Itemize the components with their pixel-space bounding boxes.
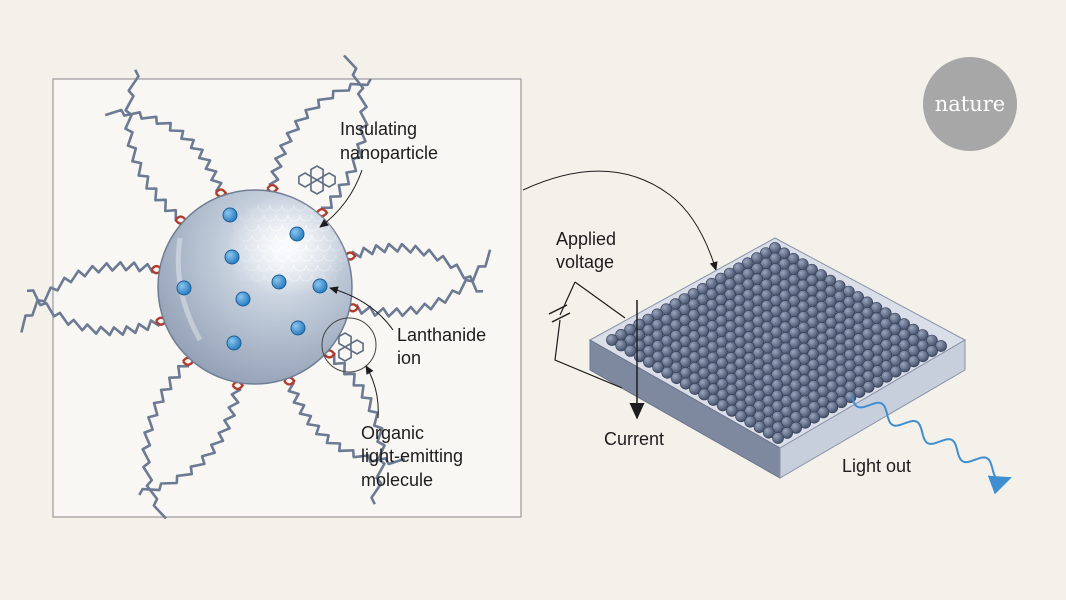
ligand-chain [138,387,242,496]
ligand-chain [124,69,178,222]
nanoparticle-dot [643,355,655,368]
connector-arrow [522,170,718,271]
nanoparticle-dot [735,410,747,423]
nanoparticle-dot [826,401,839,414]
applied-voltage-line2: voltage [556,252,614,272]
nanoparticle-dot [624,344,637,357]
light-wave [851,395,1012,495]
linker [214,188,228,198]
ligand-chain [287,381,406,466]
nanoparticle-dot [661,366,674,379]
lanthanide-arrow [329,286,394,331]
nanoparticle-dot [935,340,947,352]
nanoparticle-dot [606,334,618,346]
insulating-label-line2: nanoparticle [340,143,438,163]
current-label: Current [604,429,664,449]
ligand-chains [20,54,492,520]
lanthanide-label-line1: Lanthanide [397,325,486,345]
insulating-nanoparticle [157,189,353,385]
nanoparticle-dot [726,404,738,417]
ligand-chain [20,260,155,333]
insulating-label-line1: Insulating [340,119,417,139]
lanthanide-ion [271,274,287,290]
applied-voltage-line1: Applied [556,229,616,249]
nanoparticle-dot [615,339,628,352]
ligand-chain [26,289,161,337]
lanthanide-ion [222,207,238,223]
nanoparticle-dot [808,411,821,424]
molecule-callout-circle [321,317,377,373]
nanoparticle-dot [898,360,911,373]
nanoparticle-dot [744,415,757,428]
voltage-circuit [548,281,626,389]
organic-molecules [298,165,364,362]
nanoparticle-dot [772,432,784,444]
aromatic-ring [350,339,364,355]
nanoparticle-dot [835,396,848,409]
nanoparticle-dot [753,421,766,433]
nanoparticle-dot [790,421,802,434]
nanoparticle-dot [880,370,893,383]
ligand-chain [332,352,386,505]
nanoparticle-dot [799,416,812,429]
nanoparticle-dot [781,426,793,439]
light-out-label: Light out [842,456,911,476]
lanthanide-ion [235,291,251,307]
ligand-chain [350,242,484,293]
nanoparticle-dot [652,361,664,374]
lanthanide-ion [312,278,328,294]
lanthanide-ion [176,280,192,296]
aromatic-ring [338,346,352,362]
nanoparticle-dot [762,426,775,439]
nature-logo: nature [923,57,1017,151]
logo-circle [923,57,1017,151]
organic-label-line1: Organic [361,423,424,443]
nanoparticle-dot [862,380,875,393]
organic-label-line2: light-emitting [361,446,463,466]
organic-arrow [365,365,379,419]
nanoparticle-dot [698,388,711,401]
nanoparticle-dot [853,386,866,398]
nanoparticle-dot [670,372,683,384]
ligand-chain [320,54,369,210]
nanoparticle-dot [689,383,701,395]
nanoparticle-dot [707,393,720,406]
lanthanide-ion [289,226,305,242]
nanoparticle-dot [817,406,830,419]
organic-label-line3: molecule [361,470,433,490]
ligand-chain [104,108,223,193]
logo-text: nature [935,92,1005,116]
nanoparticle-dot [926,345,938,357]
lanthanide-ion [224,249,240,265]
nanoparticle-dot [907,355,920,368]
nanoparticle-dot [871,375,884,388]
nanoparticle-dot [917,350,929,363]
lanthanide-label-line2: ion [397,348,421,368]
ligand-chain [268,78,372,187]
nanoparticle-film [606,242,947,444]
nanoparticle-dot [716,399,729,412]
lanthanide-ion [290,320,306,336]
nanoparticle-dot [679,377,692,390]
lanthanide-ions [176,207,328,351]
aromatic-ring [310,165,324,181]
lanthanide-ion [226,335,242,351]
nanoparticle-dot [889,365,902,378]
insulating-arrow [319,169,363,228]
ligand-chain [141,364,190,520]
